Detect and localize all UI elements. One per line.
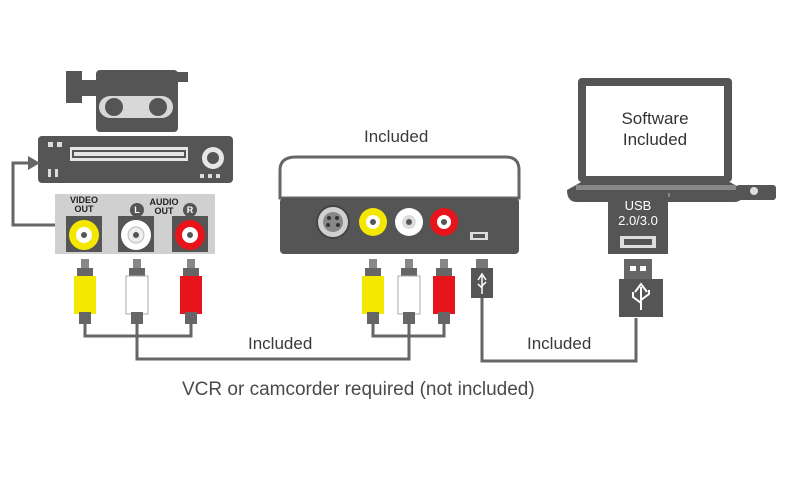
laptop-screen-text: Software Included xyxy=(586,108,724,150)
usb-line2: 2.0/3.0 xyxy=(618,213,658,228)
mini-usb-cable xyxy=(471,259,638,363)
laptop-icon xyxy=(567,78,776,202)
included-label-rca: Included xyxy=(248,334,313,353)
av-output-panel xyxy=(55,194,215,254)
usb-symbol-icon xyxy=(632,282,650,310)
usb-badge-text: USB 2.0/3.0 xyxy=(608,198,668,228)
middle-rca-cables xyxy=(362,259,455,324)
included-label-usb: Included xyxy=(527,334,592,353)
video-out-line1: VIDEO xyxy=(69,195,98,205)
audio-out-line2: OUT xyxy=(154,206,174,216)
usb-line1: USB xyxy=(624,198,652,213)
capture-device xyxy=(278,155,521,254)
audio-out-label: AUDIO OUT xyxy=(147,198,181,216)
left-wire-bundle xyxy=(83,324,411,361)
usb-a-plug xyxy=(619,259,663,317)
camcorder-icon xyxy=(66,70,188,132)
panel-to-vcr-arrow xyxy=(11,161,55,227)
video-out-label: VIDEO OUT xyxy=(64,196,104,214)
caption: VCR or camcorder required (not included) xyxy=(182,379,535,400)
audio-left-label: L xyxy=(134,205,140,215)
included-label-device: Included xyxy=(364,127,429,146)
vcr-icon xyxy=(38,136,233,183)
software-line1: Software xyxy=(621,109,689,128)
arrow-head-icon xyxy=(28,156,40,170)
middle-wire-bundle xyxy=(371,324,446,338)
video-out-line2: OUT xyxy=(74,204,94,214)
software-line2: Included xyxy=(622,130,688,149)
left-rca-cables xyxy=(74,259,202,324)
audio-right-label: R xyxy=(186,205,194,215)
audio-out-line1: AUDIO xyxy=(149,197,179,207)
